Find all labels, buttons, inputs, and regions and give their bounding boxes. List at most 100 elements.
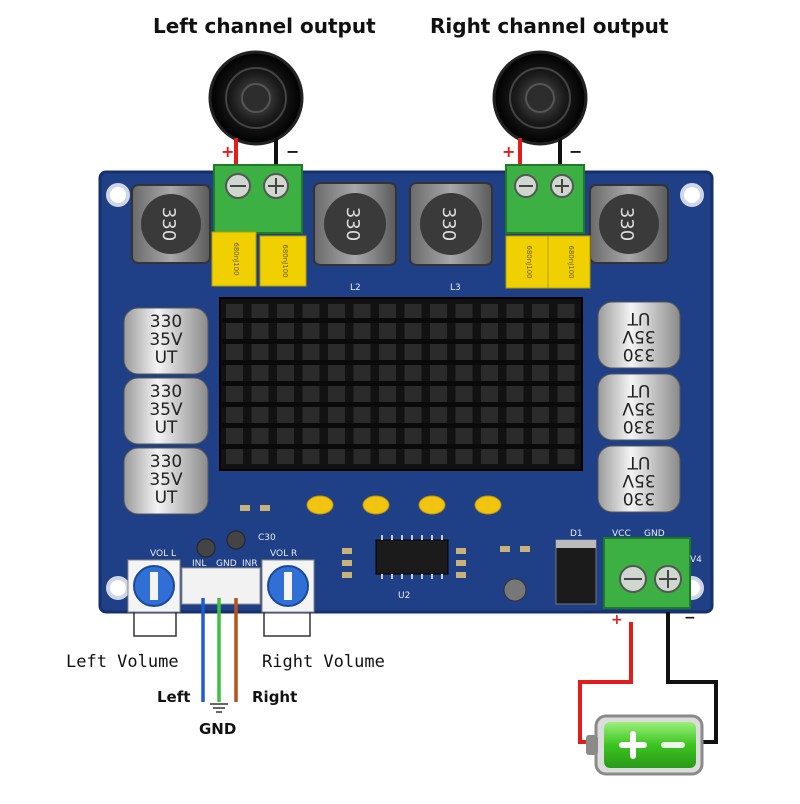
heatsink-groove bbox=[222, 339, 580, 344]
right-channel-output-label: Right channel output bbox=[430, 14, 669, 38]
svg-text:330: 330 bbox=[623, 416, 655, 436]
vol-l-silkscreen: VOL L bbox=[150, 549, 176, 559]
v4-silkscreen: V4 bbox=[690, 555, 702, 565]
left-speaker bbox=[208, 50, 304, 146]
svg-text:330: 330 bbox=[150, 452, 182, 472]
right-speaker bbox=[492, 50, 588, 146]
svg-text:UT: UT bbox=[155, 348, 178, 368]
inductor-marking: 330 bbox=[158, 207, 179, 241]
small-capacitor bbox=[503, 578, 527, 602]
battery-wire-negative bbox=[666, 612, 718, 744]
svg-text:35V: 35V bbox=[149, 400, 183, 420]
heatsink-groove bbox=[222, 423, 580, 428]
svg-text:330: 330 bbox=[150, 382, 182, 402]
heatsink-groove bbox=[222, 402, 580, 407]
inductor-1: 330 bbox=[131, 184, 211, 264]
mount-hole bbox=[106, 576, 130, 600]
svg-text:680nJ100: 680nJ100 bbox=[525, 245, 533, 278]
left-volume-potentiometer[interactable] bbox=[127, 559, 181, 613]
heatsink bbox=[219, 297, 583, 471]
d1-silkscreen: D1 bbox=[570, 529, 583, 539]
battery-icon bbox=[586, 714, 704, 776]
right-speaker-minus-sign: − bbox=[569, 142, 583, 161]
right-volume-label: Right Volume bbox=[262, 652, 385, 672]
svg-text:35V: 35V bbox=[622, 470, 656, 490]
electrolytic-capacitor: 330 35V UT bbox=[597, 445, 681, 513]
right-volume-bracket bbox=[263, 612, 311, 637]
svg-text:35V: 35V bbox=[622, 326, 656, 346]
svg-text:680nJ100: 680nJ100 bbox=[567, 245, 575, 278]
svg-text:UT: UT bbox=[627, 308, 650, 328]
svg-text:330: 330 bbox=[623, 344, 655, 364]
ceramic-capacitor bbox=[474, 495, 502, 515]
inductor-marking: 330 bbox=[342, 207, 363, 241]
heatsink-groove bbox=[222, 318, 580, 323]
left-speaker-plus-sign: + bbox=[221, 142, 235, 161]
right-output-terminal bbox=[505, 164, 585, 234]
inductor-marking: 330 bbox=[616, 207, 637, 241]
svg-text:35V: 35V bbox=[622, 398, 656, 418]
svg-text:35V: 35V bbox=[149, 470, 183, 490]
l3-silkscreen: L3 bbox=[450, 283, 461, 293]
svg-text:680nJ100: 680nJ100 bbox=[232, 242, 240, 275]
svg-text:UT: UT bbox=[155, 488, 178, 508]
ground-symbol bbox=[210, 703, 228, 713]
inductor-marking: 330 bbox=[438, 207, 459, 241]
ceramic-capacitor bbox=[362, 495, 390, 515]
mount-hole bbox=[680, 183, 704, 207]
small-capacitor bbox=[196, 538, 216, 558]
left-speaker-minus-sign: − bbox=[286, 142, 300, 161]
ceramic-capacitor bbox=[418, 495, 446, 515]
power-plus-sign: + bbox=[611, 612, 623, 628]
power-minus-sign: − bbox=[684, 610, 696, 626]
left-output-terminal bbox=[213, 164, 303, 234]
diode-d1 bbox=[555, 539, 597, 605]
l2-silkscreen: L2 bbox=[350, 283, 361, 293]
small-capacitor bbox=[226, 530, 246, 550]
svg-text:UT: UT bbox=[627, 380, 650, 400]
right-input-label: Right bbox=[252, 688, 298, 706]
heatsink-groove bbox=[222, 360, 580, 365]
pgnd-silkscreen: GND bbox=[644, 529, 665, 539]
ceramic-capacitor bbox=[306, 495, 334, 515]
film-capacitor: 680nJ100 bbox=[259, 235, 307, 287]
audio-input-connector bbox=[181, 567, 261, 605]
svg-text:330: 330 bbox=[150, 312, 182, 332]
u2-silkscreen: U2 bbox=[398, 591, 410, 601]
inductor-2: 330 bbox=[313, 182, 397, 266]
vcc-silkscreen: VCC bbox=[612, 529, 631, 539]
electrolytic-capacitor: 330 35V UT bbox=[597, 373, 681, 441]
gnd-silkscreen: GND bbox=[216, 559, 237, 569]
electrolytic-capacitor: 330 35V UT bbox=[597, 301, 681, 369]
electrolytic-capacitor: 330 35V UT bbox=[123, 447, 209, 515]
electrolytic-capacitor: 330 35V UT bbox=[123, 377, 209, 445]
left-volume-bracket bbox=[133, 612, 177, 637]
ic-chip bbox=[375, 535, 449, 579]
left-volume-label: Left Volume bbox=[66, 652, 179, 672]
film-capacitor: 680nJ100 bbox=[505, 235, 549, 289]
power-input-terminal bbox=[603, 537, 691, 609]
svg-text:35V: 35V bbox=[149, 330, 183, 350]
gnd-input-label: GND bbox=[199, 720, 237, 738]
right-volume-potentiometer[interactable] bbox=[261, 559, 315, 613]
heatsink-groove bbox=[222, 444, 580, 449]
inductor-4: 330 bbox=[589, 184, 669, 264]
mount-hole bbox=[106, 183, 130, 207]
vol-r-silkscreen: VOL R bbox=[270, 549, 297, 559]
heatsink-groove bbox=[222, 381, 580, 386]
right-speaker-plus-sign: + bbox=[502, 142, 516, 161]
svg-text:UT: UT bbox=[155, 418, 178, 438]
left-channel-output-label: Left channel output bbox=[153, 14, 376, 38]
inr-silkscreen: INR bbox=[242, 559, 258, 569]
film-capacitor: 680nJ100 bbox=[547, 235, 591, 289]
c30-silkscreen: C30 bbox=[258, 533, 276, 543]
svg-text:330: 330 bbox=[623, 488, 655, 508]
inl-silkscreen: INL bbox=[192, 559, 206, 569]
svg-text:680nJ100: 680nJ100 bbox=[281, 244, 289, 277]
film-capacitor: 680nJ100 bbox=[211, 231, 257, 287]
electrolytic-capacitor: 330 35V UT bbox=[123, 307, 209, 375]
inductor-3: 330 bbox=[409, 182, 493, 266]
svg-text:UT: UT bbox=[627, 452, 650, 472]
